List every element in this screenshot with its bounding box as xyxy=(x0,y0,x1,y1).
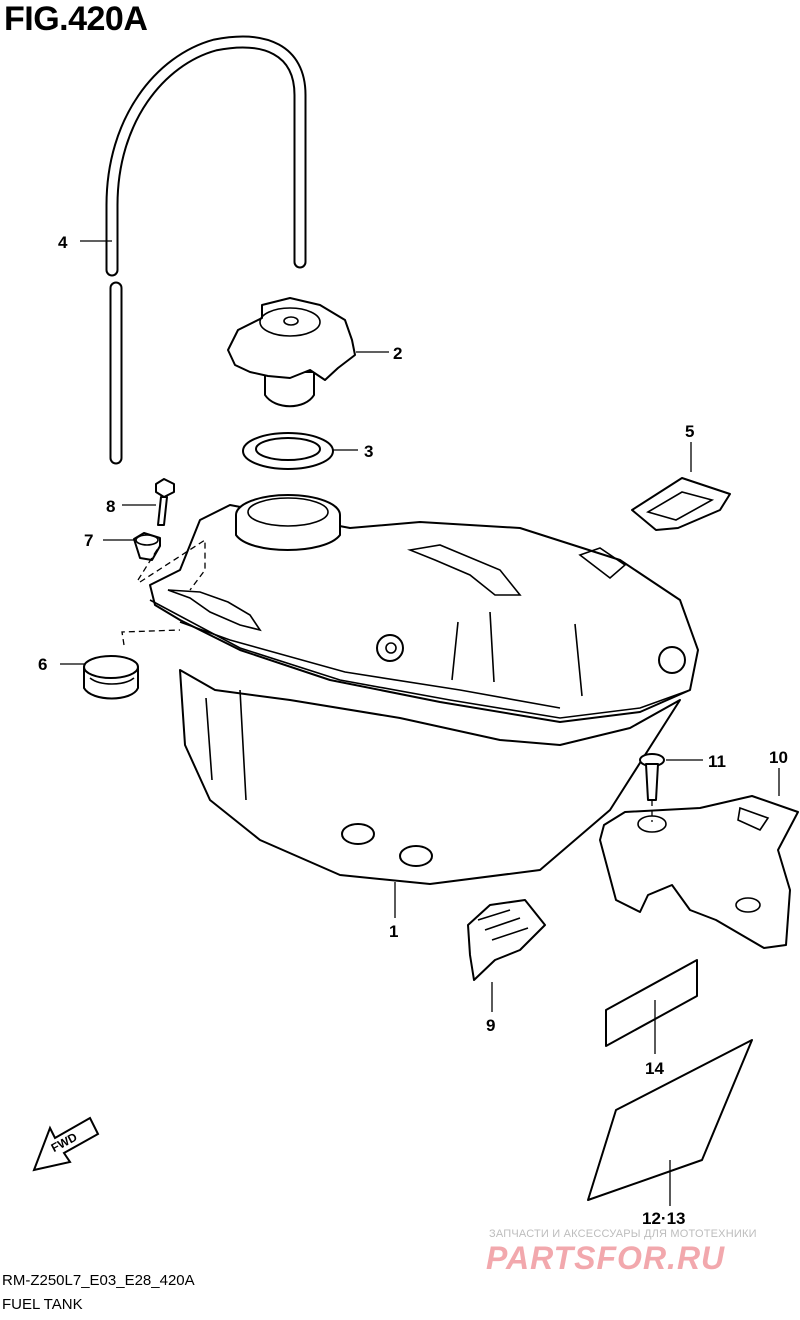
callout-1: 1 xyxy=(389,922,398,941)
callout-labels: 4 2 3 5 8 7 6 11 10 1 9 14 12·13 xyxy=(38,233,788,1228)
part-7-collar[interactable] xyxy=(133,532,161,561)
callout-2: 2 xyxy=(393,344,402,363)
part-6-damper[interactable] xyxy=(83,655,139,700)
callout-6: 6 xyxy=(38,655,47,674)
callout-10: 10 xyxy=(769,748,788,767)
callout-5: 5 xyxy=(685,422,694,441)
part-8-bolt[interactable] xyxy=(155,478,175,526)
part-12-13-decal[interactable] xyxy=(587,1039,753,1201)
callout-14: 14 xyxy=(645,1059,664,1078)
callout-4: 4 xyxy=(58,233,68,252)
part-1-fuel-tank[interactable] xyxy=(149,494,699,885)
callout-11: 11 xyxy=(708,752,726,771)
leader-lines xyxy=(60,240,780,1206)
part-4-breather-hose[interactable] xyxy=(105,35,307,465)
diagram-code: RM-Z250L7_E03_E28_420A xyxy=(2,1272,195,1289)
watermark-logo: PARTSFOR.RU xyxy=(486,1240,726,1276)
part-14-sticker[interactable] xyxy=(605,959,698,1047)
diagram-title: FUEL TANK xyxy=(2,1296,83,1313)
part-2-fuel-cap[interactable] xyxy=(227,297,356,408)
part-9-pad[interactable] xyxy=(467,899,546,981)
part-11-screw[interactable] xyxy=(639,753,665,801)
fwd-arrow: FWD xyxy=(32,1116,100,1172)
callout-12-13: 12·13 xyxy=(642,1209,685,1228)
part-3-gasket[interactable] xyxy=(242,432,334,470)
callout-8: 8 xyxy=(106,497,115,516)
part-5-strap[interactable] xyxy=(631,477,731,531)
part-10-bracket[interactable] xyxy=(599,795,799,949)
watermark-tagline: ЗАПЧАСТИ И АКСЕССУАРЫ ДЛЯ МОТОТЕХНИКИ xyxy=(489,1228,757,1240)
callout-9: 9 xyxy=(486,1016,495,1035)
callout-3: 3 xyxy=(364,442,373,461)
figure-title: FIG.420A xyxy=(4,0,148,38)
callout-7: 7 xyxy=(84,531,93,550)
